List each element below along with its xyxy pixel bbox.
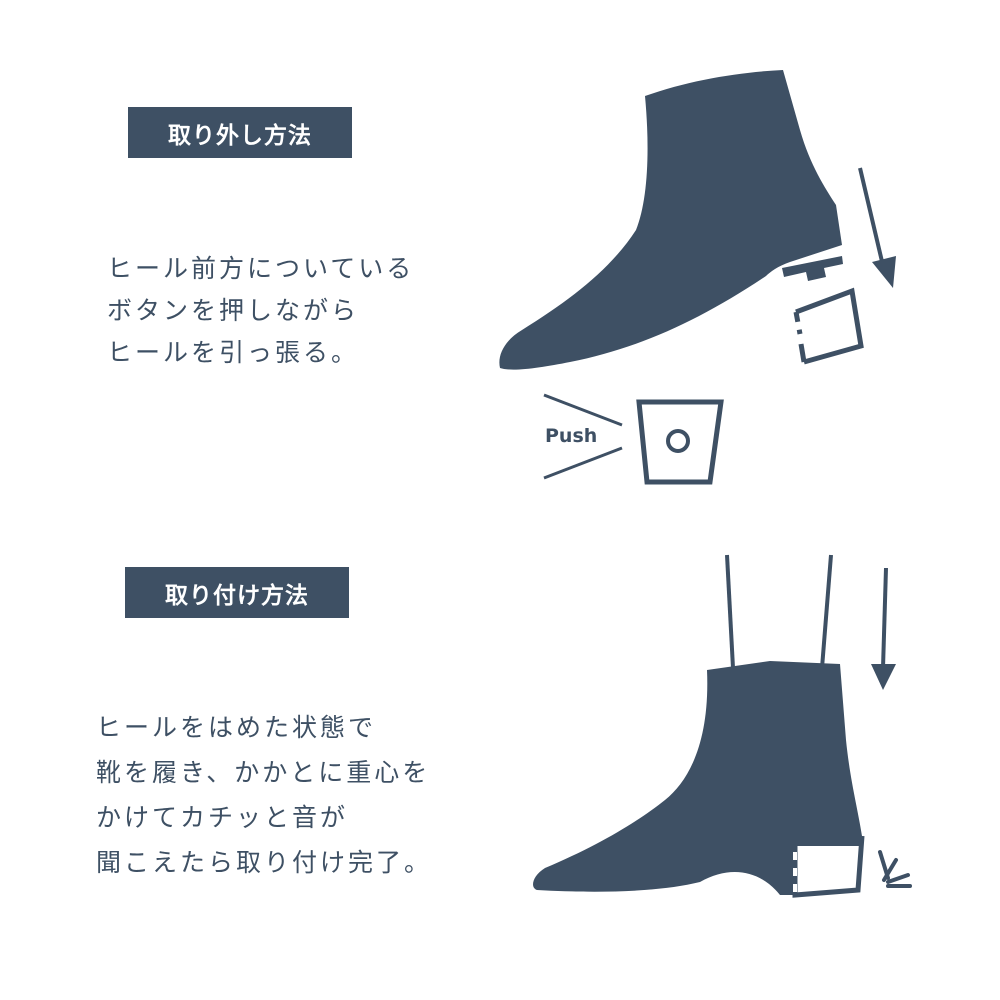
- boot-icon: [533, 661, 862, 895]
- instruction-line: ヒールを引っ張る。: [107, 338, 360, 367]
- boot-strap: [725, 554, 735, 669]
- instruction-line: かけてカチッと音が: [96, 803, 349, 832]
- attach-instructions: ヒールをはめた状態で 靴を履き、かかとに重心を かけてカチッと音が 聞こえたら取…: [96, 705, 432, 885]
- boot-strap: [820, 554, 833, 669]
- instruction-line: ボタンを押しながら: [107, 296, 360, 325]
- push-label: Push: [545, 425, 597, 447]
- push-indicator: Push: [543, 393, 623, 480]
- removal-heading: 取り外し方法: [128, 107, 352, 158]
- heel-peg-icon: [782, 256, 843, 281]
- instruction-line: ヒール前方についている: [107, 254, 415, 283]
- instruction-line: 聞こえたら取り付け完了。: [96, 848, 433, 877]
- removal-instructions: ヒール前方についている ボタンを押しながら ヒールを引っ張る。: [107, 248, 414, 374]
- push-button-icon: [636, 399, 724, 485]
- instruction-line: 靴を履き、かかとに重心を: [96, 758, 431, 787]
- heel-block-icon: [793, 287, 864, 365]
- attach-heading: 取り付け方法: [125, 567, 349, 618]
- down-arrow-icon: [858, 167, 896, 288]
- down-arrow-icon: [871, 567, 896, 690]
- instruction-line: ヒールをはめた状態で: [96, 713, 377, 742]
- boot-icon: [499, 70, 842, 370]
- removal-illustration: Push: [499, 70, 896, 485]
- click-burst-icon: [878, 850, 912, 888]
- attach-illustration: [533, 554, 912, 898]
